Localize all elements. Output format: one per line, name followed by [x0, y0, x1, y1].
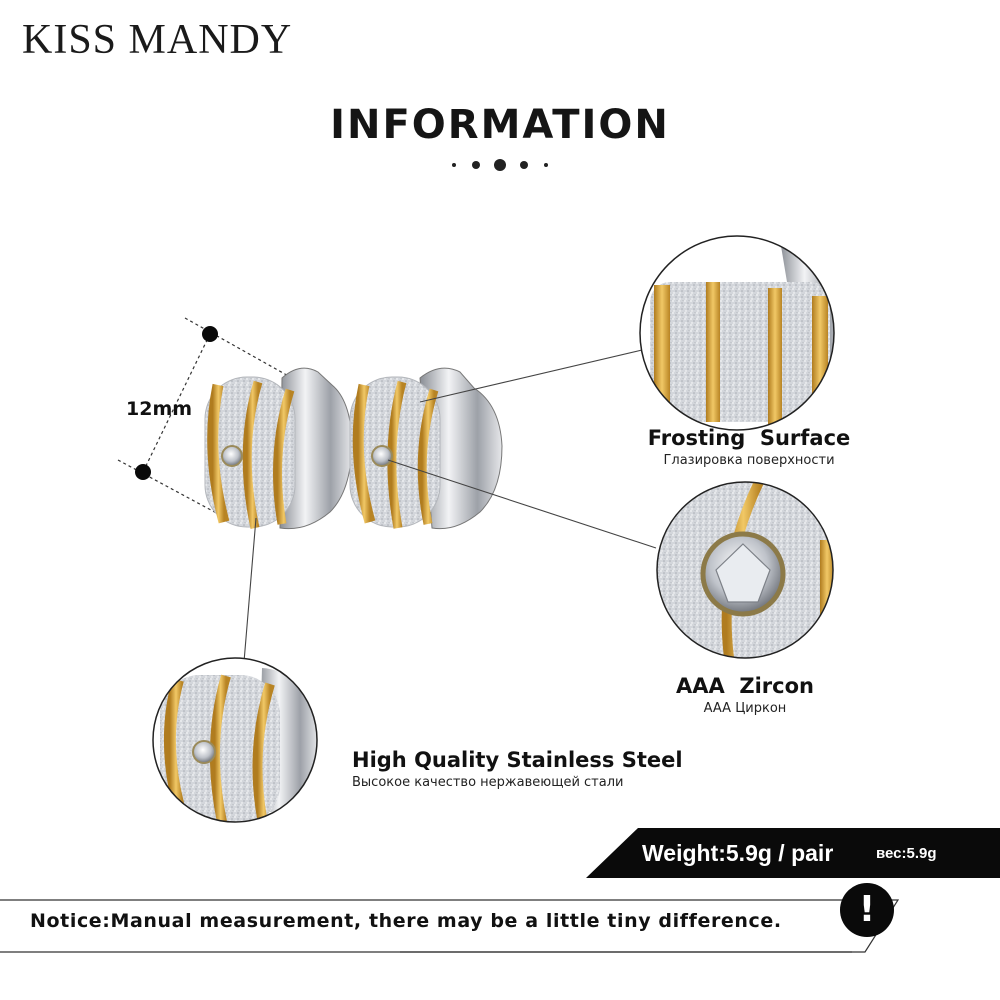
- dimension-marker-bottom: [135, 464, 151, 480]
- title-divider-dots: [450, 158, 550, 172]
- weight-banner: [586, 828, 1000, 878]
- dimension-label: 12mm: [126, 398, 193, 420]
- earring-left: [204, 367, 353, 530]
- earring-right: [349, 367, 503, 530]
- feature-subtitle: Глазировка поверхности: [663, 453, 835, 468]
- feature-title: Frosting Surface: [647, 426, 851, 450]
- divider-dot: [520, 161, 528, 169]
- feature-subtitle: Высокое качество нержавеющей стали: [352, 775, 624, 790]
- divider-dot: [452, 163, 456, 167]
- dimension-marker-top: [202, 326, 218, 342]
- detail-frosting-surface: [640, 236, 834, 430]
- page-title: INFORMATION: [330, 102, 670, 148]
- feature-zircon: AAA Zircon AAA Циркон: [660, 674, 830, 716]
- feature-frosting: Frosting Surface Глазировка поверхности: [640, 426, 858, 468]
- detail-zircon: [657, 482, 833, 658]
- divider-dot: [494, 159, 506, 171]
- brand-logo: KISS MANDY: [22, 17, 293, 63]
- feature-title: AAA Zircon: [676, 674, 814, 698]
- dimension-guides: [117, 317, 293, 517]
- feature-steel: High Quality Stainless Steel Высокое кач…: [352, 748, 683, 790]
- feature-title: High Quality Stainless Steel: [352, 748, 683, 772]
- leader-lines: [243, 349, 657, 663]
- weight-label-ru: вес:5.9g: [876, 845, 937, 862]
- divider-dot: [544, 163, 548, 167]
- detail-stainless-steel: [153, 658, 317, 822]
- divider-dot: [472, 161, 480, 169]
- feature-subtitle: AAA Циркон: [703, 701, 787, 716]
- notice-text: Notice:Manual measurement, there may be …: [30, 910, 782, 932]
- weight-label: Weight:5.9g / pair: [642, 840, 834, 866]
- exclamation-icon: !: [840, 883, 894, 937]
